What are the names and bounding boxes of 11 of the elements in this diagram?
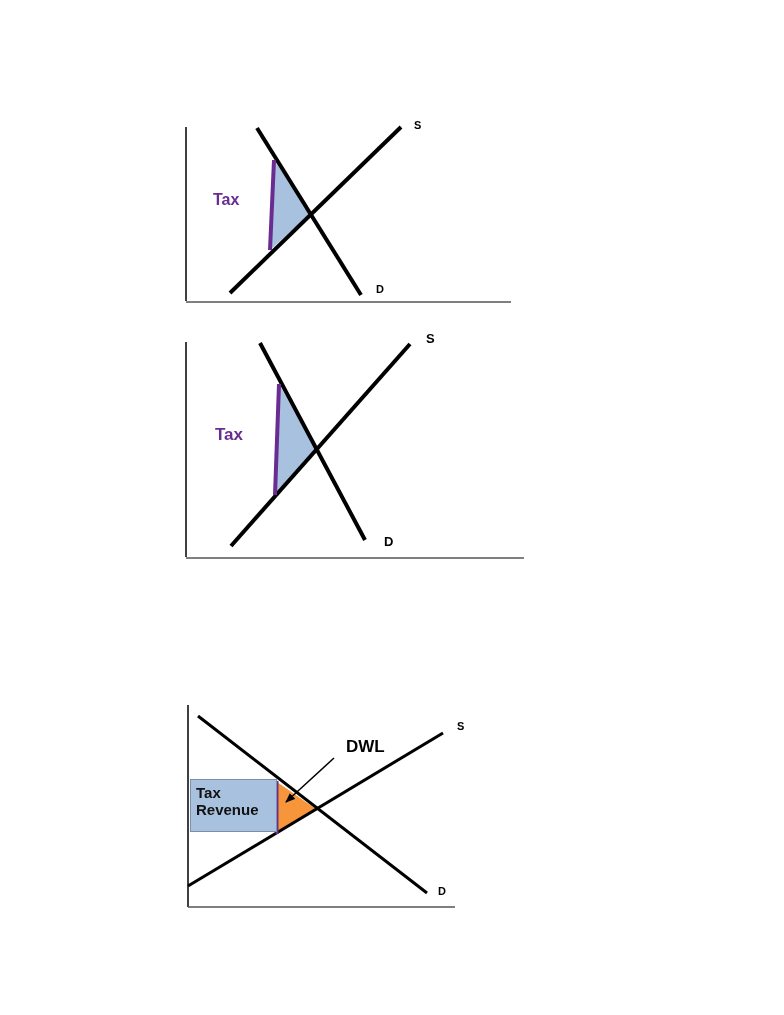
supply-label: S (457, 721, 465, 732)
supply-label: S (414, 120, 422, 131)
leader-arrow (285, 757, 335, 803)
demand-label: D (384, 535, 394, 548)
tax-revenue-box: Tax Revenue (190, 779, 277, 832)
tax-label: Tax (215, 426, 244, 443)
supply-label: S (426, 332, 435, 345)
dwl-label: DWL (346, 738, 385, 755)
demand-label: D (376, 284, 384, 295)
tax-label: Tax (213, 192, 240, 208)
demand-label: D (438, 886, 446, 897)
